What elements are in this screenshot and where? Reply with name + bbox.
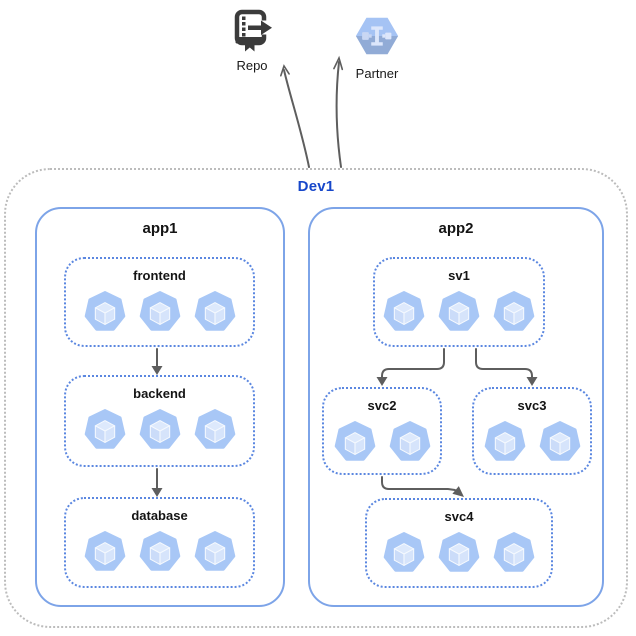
pod-icon [139,531,180,571]
app2-label: app2 [438,220,474,237]
svc2-pods [324,420,440,462]
pod-icon [84,531,125,571]
pod-icon [139,291,180,331]
service-svc2-label: svc2 [367,398,397,413]
sv1-pods [375,290,543,332]
pod-icon [389,421,430,461]
repo-label: Repo [236,58,268,73]
service-svc4-label: svc4 [444,509,474,524]
service-frontend-label: frontend [133,268,186,283]
boundary-dev1 [4,168,628,628]
node-repo: Repo [207,8,297,73]
pod-icon [383,291,425,331]
pod-icon [334,421,375,461]
edge-dev1-repo [283,69,310,168]
pod-icon [438,532,480,572]
node-partner: Partner [329,12,425,81]
service-database: database [64,497,255,588]
svc4-pods [367,531,551,573]
svc3-pods [474,420,590,462]
service-svc4: svc4 [365,498,553,588]
app1-label: app1 [142,220,178,237]
service-backend: backend [64,375,255,467]
service-sv1-label: sv1 [448,268,470,283]
partner-label: Partner [355,66,399,81]
pod-icon [194,531,235,571]
service-sv1: sv1 [373,257,545,347]
pod-icon [194,291,235,331]
partner-interconnect-icon [355,17,399,55]
service-svc3: svc3 [472,387,592,475]
backend-pods [66,408,253,450]
pod-icon [194,409,235,449]
pod-icon [438,291,480,331]
service-frontend: frontend [64,257,255,347]
pod-icon [139,409,180,449]
boundary-dev1-label: Dev1 [297,178,335,195]
service-svc3-label: svc3 [517,398,547,413]
pod-icon [484,421,525,461]
pod-icon [383,532,425,572]
repo-icon [234,9,274,52]
pod-icon [84,291,125,331]
frontend-pods [66,290,253,332]
service-svc2: svc2 [322,387,442,475]
service-database-label: database [131,508,188,523]
pod-icon [493,291,535,331]
pod-icon [84,409,125,449]
pod-icon [539,421,580,461]
pod-icon [493,532,535,572]
database-pods [66,530,253,572]
service-backend-label: backend [133,386,186,401]
